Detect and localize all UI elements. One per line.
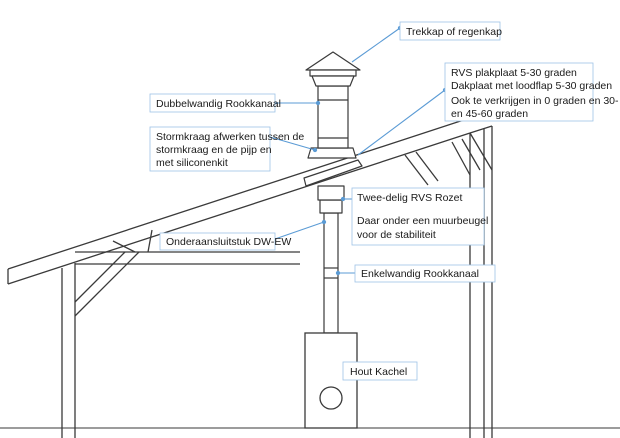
box-onderaansluitstuk xyxy=(159,232,276,251)
chimney xyxy=(303,51,363,334)
stove xyxy=(304,332,358,429)
leader-stormkraag xyxy=(269,136,316,151)
label-muurbeugel-1: Daar onder een muurbeugel xyxy=(357,215,488,227)
label-stormkraag-1: Stormkraag afwerken tussen de xyxy=(156,131,304,143)
leader-trekkap xyxy=(351,27,401,63)
box-hout-kachel xyxy=(342,361,418,381)
box-rvs xyxy=(444,62,594,122)
label-stormkraag-2: stormkraag en de pijp en xyxy=(156,144,272,156)
leader-rvs xyxy=(357,89,446,156)
label-ook-verkrijgen-2: en 45-60 graden xyxy=(451,108,528,120)
box-dubbelwandig xyxy=(149,93,276,113)
left-brace-a xyxy=(74,251,126,303)
leader-dubbelwandig-dot xyxy=(315,100,321,106)
box-enkelwandig xyxy=(354,264,496,283)
label-twee-delig: Twee-delig RVS Rozet xyxy=(357,192,463,204)
roof-top-edge xyxy=(7,113,483,270)
roof-flashing xyxy=(303,159,363,187)
leader-enkelwandig-dot xyxy=(335,270,341,276)
leader-onderaansluitstuk xyxy=(274,221,325,240)
label-stormkraag-3: met siliconenkit xyxy=(156,157,228,169)
label-boxes xyxy=(149,21,594,381)
left-brace-b xyxy=(74,251,140,317)
box-stormkraag xyxy=(149,126,271,172)
leader-onderaansluitstuk-dot xyxy=(321,219,327,225)
right-truss-4 xyxy=(461,138,481,171)
double-wall-lower xyxy=(317,185,345,201)
label-trekkap: Trekkap of regenkap xyxy=(406,26,502,38)
box-trekkap xyxy=(399,21,501,41)
leader-twee-delig-dot xyxy=(340,196,346,202)
right-truss-1 xyxy=(404,154,429,186)
adapter-dw-ew xyxy=(319,199,343,214)
box-twee-delig xyxy=(351,187,485,246)
label-hout-kachel: Hout Kachel xyxy=(350,366,407,378)
label-dakplaat: Dakplaat met loodflap 5-30 graden xyxy=(451,80,612,92)
rain-cap-top xyxy=(305,51,361,71)
rain-cap-skirt xyxy=(311,75,355,87)
label-texts: Trekkap of regenkap RVS plakplaat 5-30 g… xyxy=(156,26,620,378)
roof-ridge-cap2 xyxy=(469,125,493,134)
label-enkelwandig: Enkelwandig Rookkanaal xyxy=(361,268,479,280)
rain-cap-band xyxy=(309,69,357,77)
right-truss-2 xyxy=(415,151,439,182)
stove-door xyxy=(319,386,343,410)
label-muurbeugel-2: voor de stabiliteit xyxy=(357,229,436,241)
roof-bottom-edge xyxy=(7,132,471,285)
leader-stormkraag-dot xyxy=(312,147,318,153)
right-truss-3 xyxy=(451,141,471,176)
right-truss-5 xyxy=(469,132,493,171)
label-ook-verkrijgen-1: Ook te verkrijgen in 0 graden en 30- 45 xyxy=(451,95,620,107)
strut-v-1 xyxy=(112,240,136,253)
label-onderaansluitstuk: Onderaansluitstuk DW-EW xyxy=(166,236,291,248)
double-wall-upper xyxy=(317,85,349,149)
label-dubbelwandig: Dubbelwandig Rookkanaal xyxy=(156,98,281,110)
label-rvs-plakplaat: RVS plakplaat 5-30 graden xyxy=(451,67,577,79)
strut-v-2 xyxy=(147,229,153,253)
stove-body xyxy=(304,332,358,429)
